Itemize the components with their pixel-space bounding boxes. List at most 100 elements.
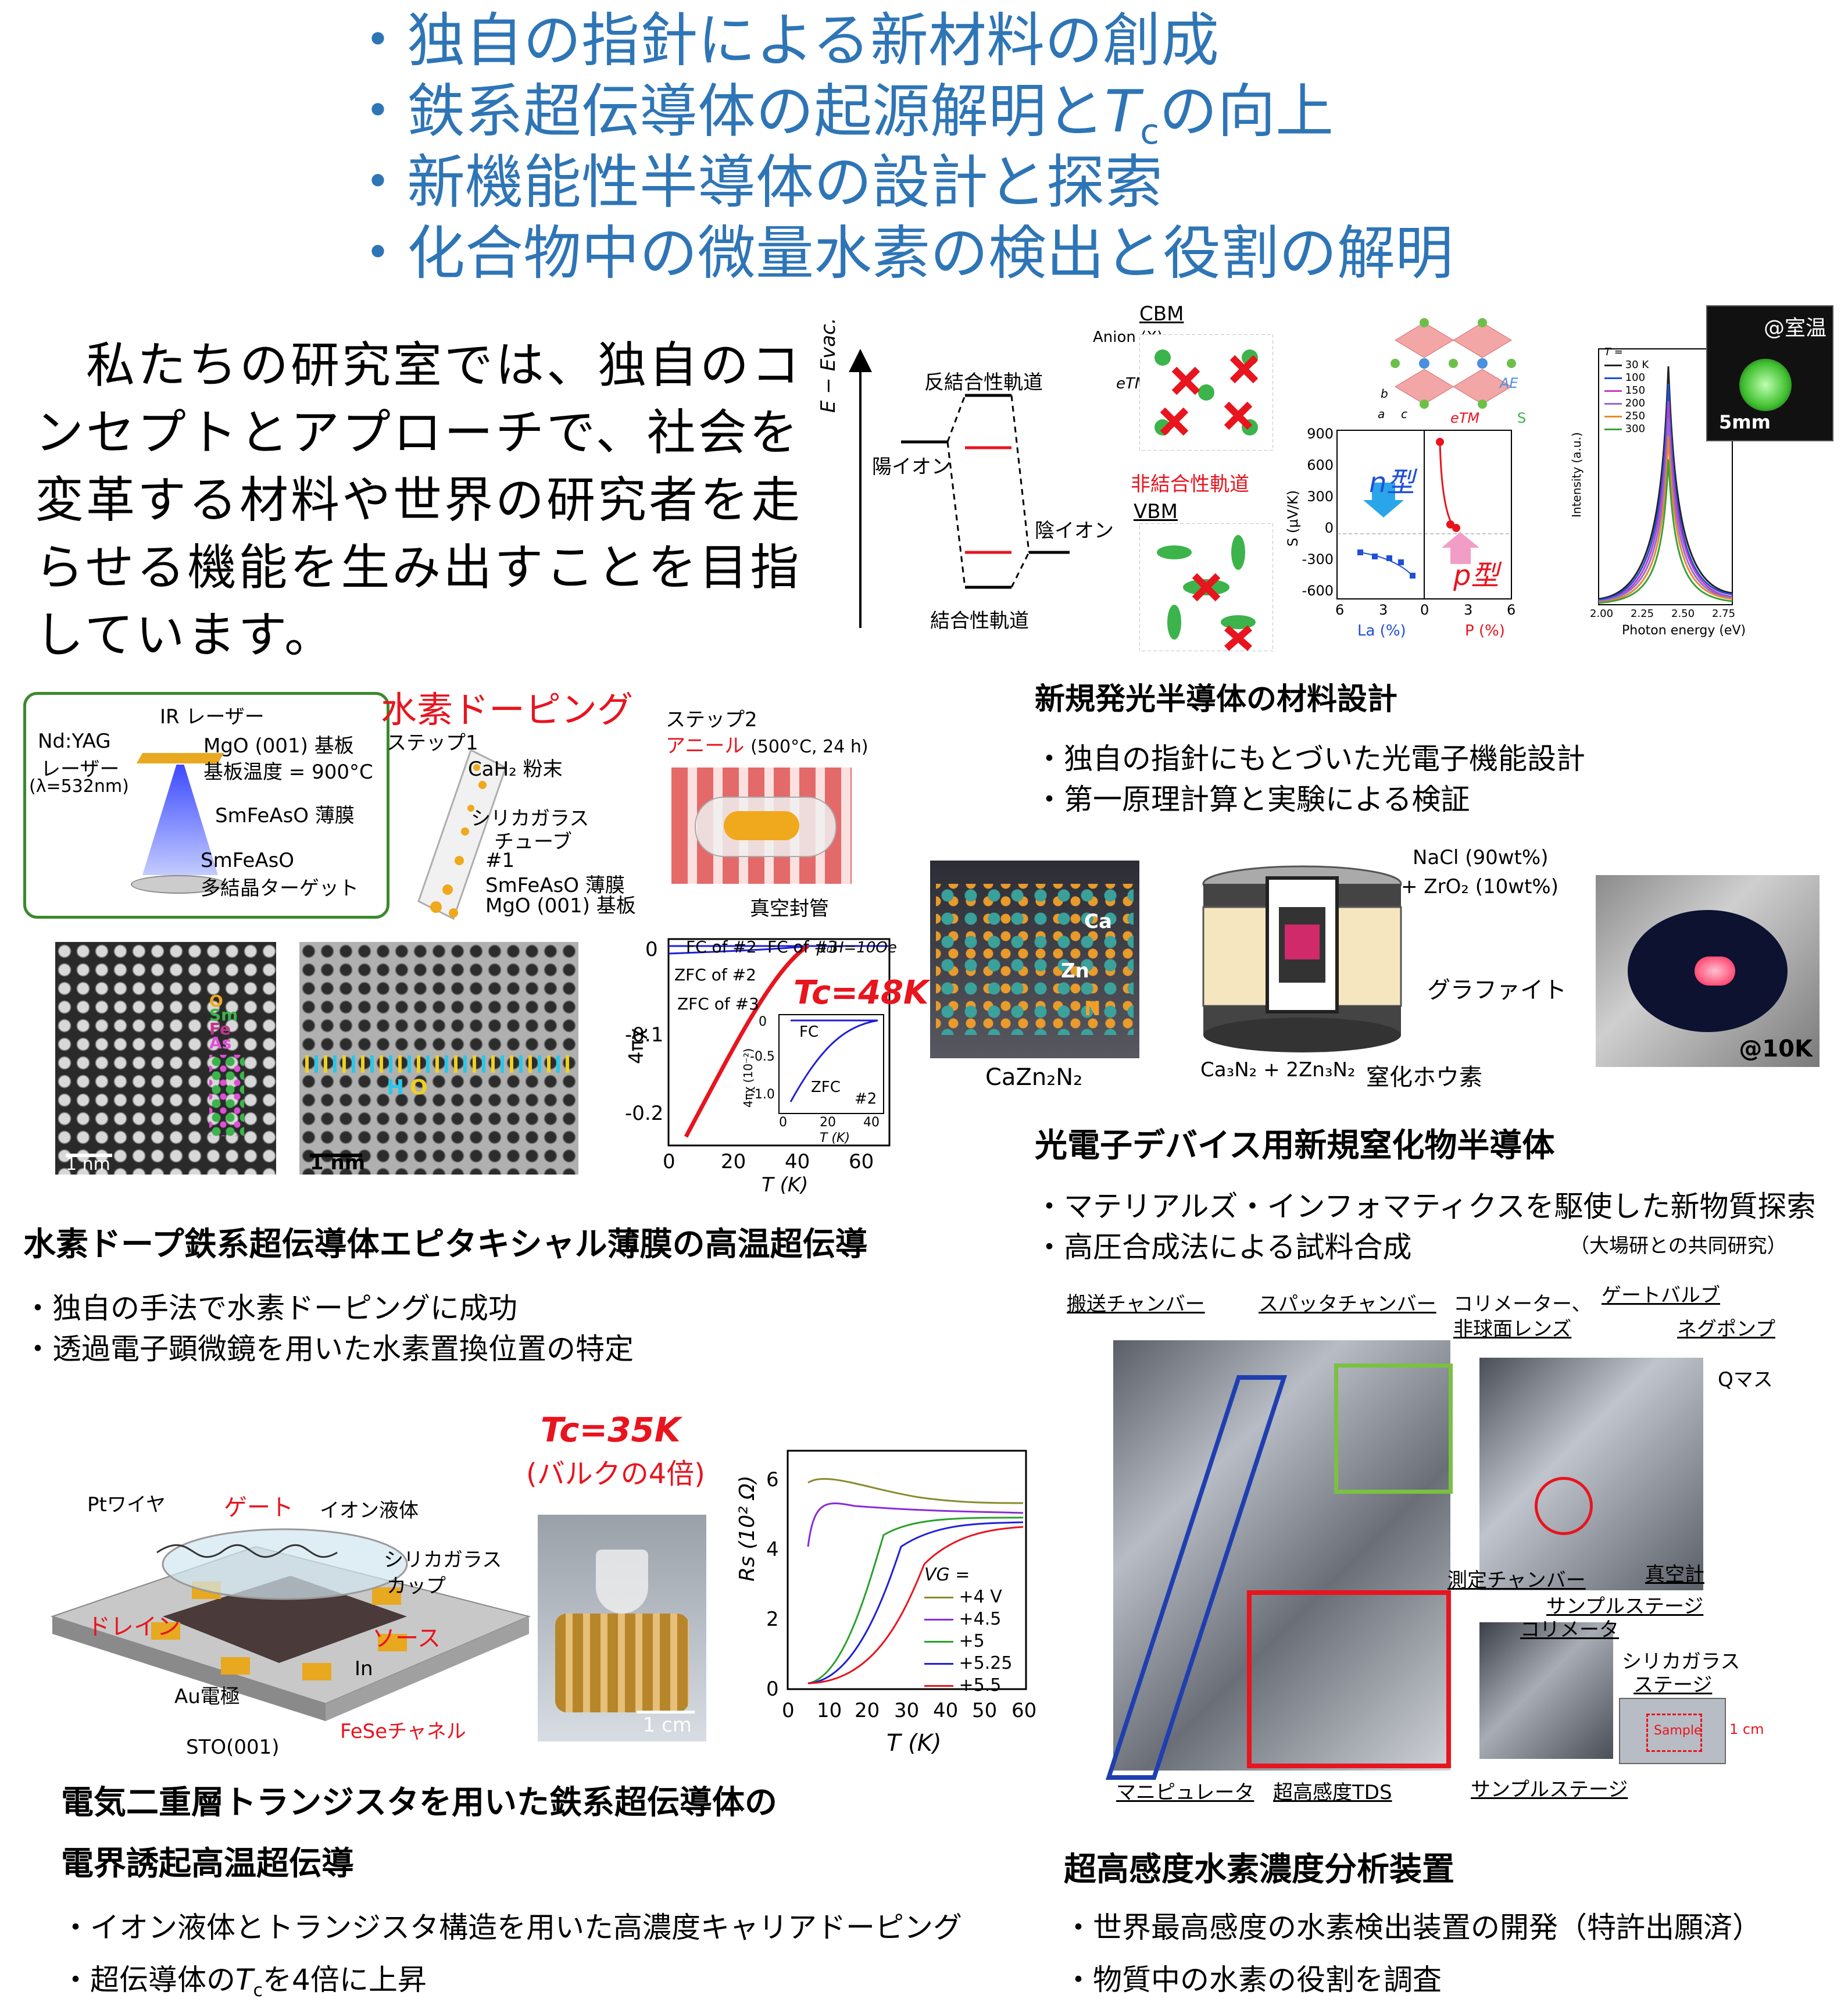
s-crystal-label: S: [1517, 410, 1527, 426]
green-glow-sample: [1739, 359, 1792, 411]
pl-spectra-chart: [1598, 348, 1733, 605]
hs-tds-label: 超高感度TDS: [1273, 1781, 1392, 1804]
inset-ytick: 0: [759, 1015, 767, 1029]
bonding-label: 結合性軌道: [930, 609, 1029, 633]
etm-crystal-label: eTM: [1450, 410, 1480, 426]
anneal-cond: (500°C, 24 h): [750, 737, 868, 757]
edlt-b2-post: を4倍に上昇: [263, 1963, 427, 1997]
rs-xtick: 60: [1011, 1699, 1037, 1722]
structure-atoms: [936, 884, 1134, 1035]
rs-xtick: 30: [894, 1699, 920, 1722]
source-label: ソース: [372, 1625, 441, 1652]
sample1-film-label: SmFeAsO 薄膜: [485, 874, 625, 897]
ten-k-label: @10K: [1739, 1036, 1813, 1062]
inset-xtick: 0: [779, 1115, 787, 1130]
inset-fc-label: FC: [799, 1023, 819, 1041]
target-label-2: 多結晶ターゲット: [201, 877, 359, 900]
edlt-tc-label: Tc=35K: [541, 1410, 681, 1450]
cbm-label: CBM: [1139, 302, 1184, 326]
pl-xtick: 2.25: [1631, 608, 1654, 620]
anion-label: 陰イオン: [1035, 519, 1114, 542]
cazn2n2-structure-image: Ca Zn N: [930, 861, 1139, 1058]
rs-xtick: 10: [817, 1699, 842, 1722]
rs-ytick: 0: [766, 1678, 779, 1701]
h-sc-title: 水素ドープ鉄系超伝導体エピタキシャル薄膜の高温超伝導: [23, 1226, 868, 1264]
pl-legend-item: 150: [1604, 384, 1649, 397]
graphite-label: グラファイト: [1427, 977, 1567, 1004]
chi-zfc2-label: ZFC of #2: [674, 965, 756, 984]
n-type-label: n型: [1369, 466, 1415, 499]
cbm-orbital-image: [1139, 334, 1273, 451]
photo-scale-label: 1 cm: [642, 1714, 692, 1737]
ae-label: AE: [1500, 375, 1518, 391]
seebeck-ytick: -600: [1302, 583, 1334, 599]
chi-fc2-label: FC of #2: [686, 937, 757, 956]
rs-legend-title: VG =: [924, 1565, 970, 1585]
cah2-label: CaH₂ 粉末: [468, 758, 563, 781]
sto-label: STO(001): [186, 1736, 280, 1759]
chi-xtick: 40: [785, 1150, 810, 1173]
vbm-orbital-image: [1139, 523, 1273, 651]
photo-semi-bullet: ・第一原理計算と実験による検証: [1035, 783, 1470, 816]
seebeck-ytick: 900: [1307, 426, 1334, 442]
goal-2-sub: c: [1140, 112, 1160, 152]
high-pressure-cell-image: [1202, 865, 1402, 1052]
drain-label: ドレイン: [87, 1614, 180, 1640]
orbital-diagram: [849, 349, 1070, 628]
film-label: SmFeAsO 薄膜: [215, 804, 355, 827]
one-cm-label: 1 cm: [1729, 1721, 1764, 1737]
chi-xtick: 20: [721, 1150, 746, 1173]
intro-text: 私たちの研究室では、独自のコンセプトとアプローチで、社会を変革する材料や世界の研…: [35, 337, 803, 663]
silica-stage-label-1: シリカガラス: [1622, 1650, 1740, 1673]
gate-valve-label: ゲートバルブ: [1602, 1284, 1720, 1307]
step1-label: ステップ1: [387, 731, 478, 755]
lens-label: 非球面レンズ: [1453, 1318, 1572, 1341]
axis-b-label: b: [1381, 387, 1388, 401]
rs-legend: VG = +4 V +4.5 +5 +5.25 +5.5: [924, 1564, 1012, 1697]
pld-callout: [23, 692, 389, 919]
silica-stage-label-2: ステージ: [1633, 1673, 1713, 1697]
measure-chamber-label: 測定チャンバー: [1447, 1569, 1586, 1592]
ir-laser-label: IR レーザー: [160, 705, 264, 729]
seebeck-xtick: 3: [1379, 602, 1388, 618]
seebeck-xlabel-la: La (%): [1357, 622, 1406, 640]
lambda-label: (λ=532nm): [29, 776, 129, 797]
pl-legend-item: 30 K: [1604, 359, 1649, 372]
rs-legend-item: +5: [924, 1630, 1012, 1652]
zn-atom-label: Zn: [1061, 959, 1089, 983]
transfer-chamber-label: 搬送チャンバー: [1067, 1293, 1205, 1316]
edlt-title-1: 電気二重層トランジスタを用いた鉄系超伝導体の: [61, 1784, 777, 1822]
rs-ytick: 2: [766, 1608, 779, 1631]
tube-label-1: シリカガラス: [471, 807, 589, 830]
h-sc-bullet: ・独自の手法で水素ドーピングに成功: [23, 1291, 517, 1325]
silica-stage-photo: Sample: [1619, 1698, 1726, 1764]
red-glow-sample: [1695, 956, 1735, 986]
n-atom-label: N: [1084, 997, 1101, 1020]
chi-tc-label: Tc=48K: [793, 974, 929, 1012]
target-label-1: SmFeAsO: [201, 849, 295, 872]
tds-frame: [1247, 1590, 1451, 1768]
sputter-chamber-frame: [1334, 1364, 1453, 1494]
rs-xtick: 20: [855, 1699, 880, 1722]
rs-ylabel: Rs (10² Ω): [735, 1475, 759, 1582]
pl-legend: T = 30 K 100 150 200 250 300: [1604, 346, 1649, 436]
edlt-device-diagram: [50, 1528, 531, 1721]
rs-legend-item: +5.5: [924, 1675, 1012, 1697]
chi-fc3-label: FC of #3: [767, 937, 838, 956]
seebeck-ylabel: S (μV/K): [1285, 490, 1301, 547]
ndyag-label: Nd:YAG: [38, 730, 111, 753]
goal-3: ・新機能性半導体の設計と探索: [349, 148, 1163, 216]
sealed-powder: [724, 811, 799, 840]
edlt-tc-note: (バルクの4倍): [526, 1458, 705, 1490]
seebeck-ytick: 0: [1324, 520, 1334, 536]
tds-bullet: ・世界最高感度の水素検出装置の開発（特許出願済）: [1064, 1911, 1761, 1944]
edlt-bullet: ・イオン液体とトランジスタ構造を用いた高濃度キャリアドーピング: [61, 1911, 962, 1944]
cup-label-1: シリカガラス: [384, 1548, 502, 1572]
goal-2-text: ・鉄系超伝導体の起源解明と: [349, 77, 1104, 145]
chi-field-label: μ₀H=10Oe: [817, 939, 897, 956]
chi-zfc3-label: ZFC of #3: [677, 994, 759, 1013]
chi-ytick: -0.2: [625, 1102, 664, 1125]
rs-xtick: 50: [972, 1699, 998, 1722]
rs-ytick: 6: [766, 1468, 779, 1491]
chi-xlabel: T (K): [762, 1173, 809, 1197]
